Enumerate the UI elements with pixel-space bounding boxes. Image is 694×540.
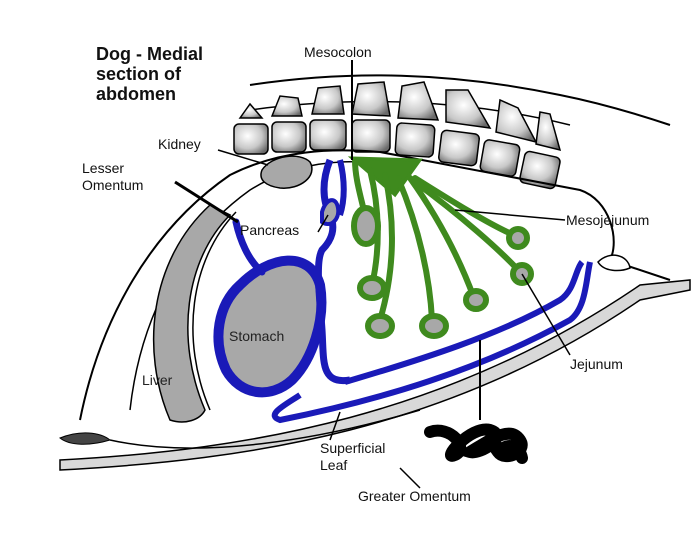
lesser-omentum-pointer: [174, 180, 239, 224]
greater-omentum-superficial-leaf: [271, 261, 593, 424]
jejunum-pointer: [521, 273, 571, 356]
greater-omentum-deep-leaf: [344, 260, 585, 385]
lesser-omentum-line: [232, 218, 266, 276]
kidney-pointer: [217, 149, 269, 166]
mesojejunum-pointer: [454, 209, 566, 221]
label-lesser-omentum: Lesser Omentum: [82, 160, 143, 194]
label-superficial-leaf-line-2: Leaf: [320, 457, 348, 473]
label-superficial-leaf-line-1: Superficial: [320, 440, 386, 456]
diagram-title: Dog - Medial section of abdomen: [96, 44, 236, 104]
greater-omentum-pointer-2: [399, 467, 421, 489]
mesojejunum-fan: [347, 156, 523, 323]
title-line-1: Dog - Medial: [96, 44, 203, 64]
liver-shape: [152, 204, 232, 423]
redaction-scribble: [424, 423, 528, 464]
vertebral-bodies: [233, 119, 561, 190]
label-greater-omentum: Greater Omentum: [358, 488, 471, 504]
colon-shape: [597, 254, 631, 272]
title-line-2: section of: [96, 64, 182, 84]
abdominal-wall-outer: [79, 149, 671, 421]
jejunum-loops: [351, 205, 534, 339]
label-superficial-leaf: Superficial Leaf: [320, 440, 385, 474]
title-line-3: abdomen: [96, 84, 177, 104]
vertebral-spines: [238, 81, 562, 152]
label-mesojejunum: Mesojejunum: [566, 212, 650, 228]
superficial-leaf-pointer: [329, 411, 341, 441]
label-kidney: Kidney: [158, 136, 201, 152]
label-pancreas: Pancreas: [240, 222, 300, 238]
ventral-body-wall: [59, 279, 691, 471]
label-liver: Liver: [142, 372, 173, 388]
pancreas-pointer: [317, 214, 329, 233]
label-lesser-omentum-line-2: Omentum: [82, 177, 144, 193]
label-jejunum: Jejunum: [570, 356, 623, 372]
dorsal-body-wall: [249, 74, 671, 126]
kidney-shape: [260, 155, 313, 189]
label-stomach: Stomach: [229, 328, 285, 344]
label-mesocolon: Mesocolon: [304, 44, 372, 60]
label-lesser-omentum-line-1: Lesser: [82, 160, 125, 176]
stomach-shape: [213, 255, 327, 398]
